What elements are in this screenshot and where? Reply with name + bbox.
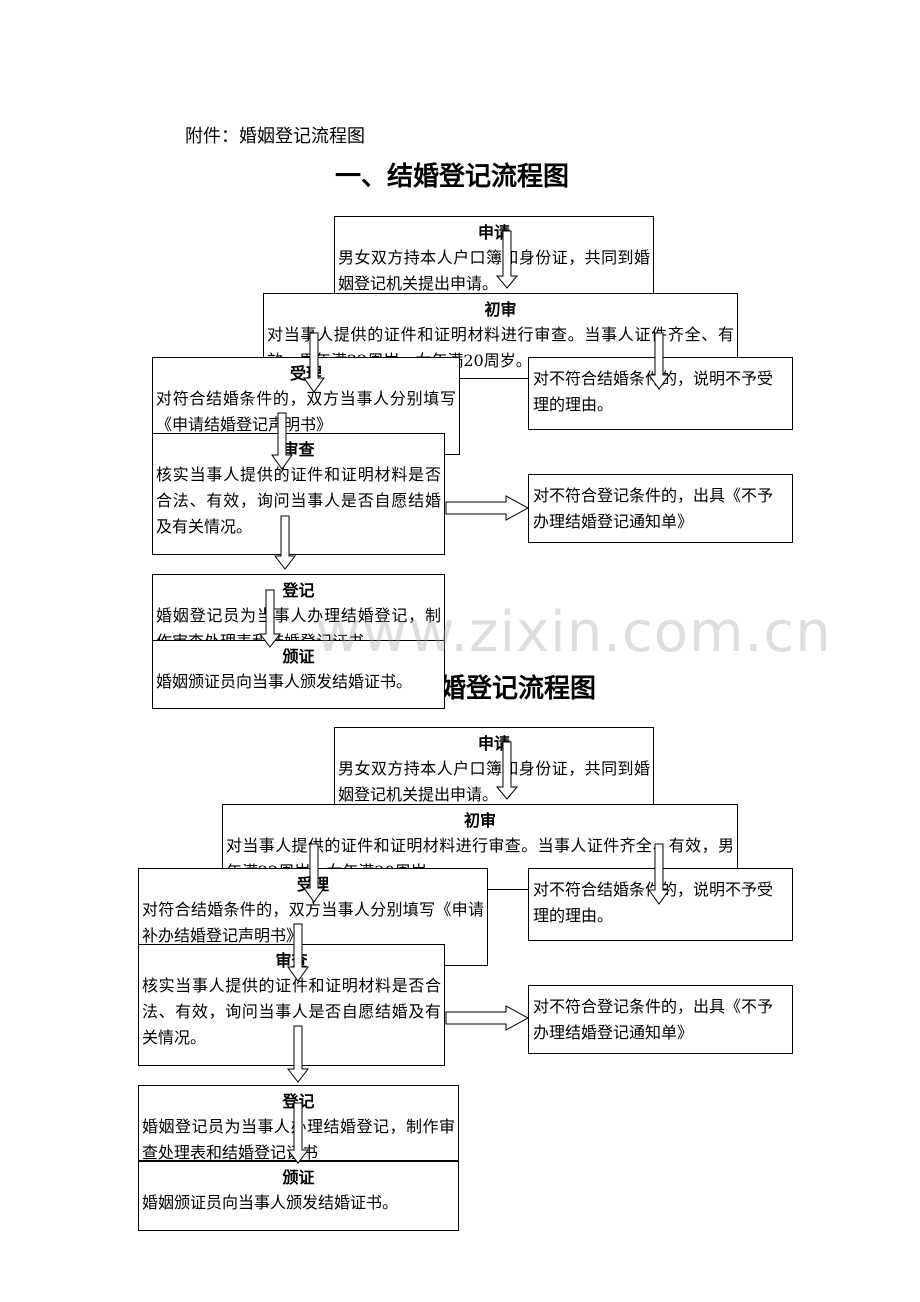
chart2-register-box: 登记 婚姻登记员为当事人办理结婚登记，制作审查处理表和结婚登记证书 [138,1085,459,1161]
chart1-register-box: 登记 婚姻登记员为当事人办理结婚登记，制作审查处理表和结婚登记证书 [152,574,445,646]
chart1-accept-title: 受理 [289,364,322,383]
chart2-apply-body: 男女双方持本人户口簿和身份证，共同到婚姻登记机关提出申请。 [338,759,650,804]
chart2-accept-body: 对符合结婚条件的，双方当事人分别填写《申请补办结婚登记声明书》 [142,900,484,945]
flowchart-1-title: 一、结婚登记流程图 [335,162,570,192]
chart2-reject-notice-1-text: 对不符合结婚条件的，说明不予受理的理由。 [533,880,774,925]
chart1-examine-box: 审查 核实当事人提供的证件和证明材料是否合法、有效，询问当事人是否自愿结婚及有关… [152,433,445,555]
chart2-issue-body: 婚姻颁证员向当事人颁发结婚证书。 [142,1193,399,1212]
chart1-reject-notice-1-text: 对不符合结婚条件的，说明不予受理的理由。 [533,369,774,414]
arrow-right-icon [445,495,530,521]
chart1-apply-title: 申请 [477,223,510,242]
chart1-accept-body: 对符合结婚条件的，双方当事人分别填写《申请结婚登记声明书》 [156,389,456,434]
chart2-examine-title: 审查 [275,951,308,970]
chart2-register-title: 登记 [282,1092,315,1111]
chart1-reject-notice-2-text: 对不符合登记条件的，出具《不予办理结婚登记通知单》 [533,486,774,531]
chart2-review-title: 初审 [463,811,496,830]
chart1-reject-notice-2: 对不符合登记条件的，出具《不予办理结婚登记通知单》 [528,474,793,543]
flowchart-2-title-partial: 婚登记流程图 [440,674,597,704]
chart2-issue-box: 颁证 婚姻颁证员向当事人颁发结婚证书。 [138,1161,459,1231]
chart2-accept-title: 受理 [296,875,329,894]
chart2-examine-box: 审查 核实当事人提供的证件和证明材料是否合法、有效，询问当事人是否自愿结婚及有关… [138,944,445,1066]
chart1-reject-notice-1: 对不符合结婚条件的，说明不予受理的理由。 [528,357,793,430]
chart1-issue-body: 婚姻颁证员向当事人颁发结婚证书。 [156,672,413,691]
chart1-examine-body: 核实当事人提供的证件和证明材料是否合法、有效，询问当事人是否自愿结婚及有关情况。 [156,465,441,536]
chart2-register-body: 婚姻登记员为当事人办理结婚登记，制作审查处理表和结婚登记证书 [142,1117,455,1161]
attachment-title: 附件：婚姻登记流程图 [185,126,365,147]
chart2-reject-notice-2-text: 对不符合登记条件的，出具《不予办理结婚登记通知单》 [533,997,774,1042]
chart1-apply-box: 申请 男女双方持本人户口簿和身份证，共同到婚姻登记机关提出申请。 [334,216,654,294]
arrow-right-icon [445,1005,530,1031]
chart1-examine-title: 审查 [282,440,315,459]
chart2-apply-box: 申请 男女双方持本人户口簿和身份证，共同到婚姻登记机关提出申请。 [334,727,654,805]
chart1-apply-body: 男女双方持本人户口簿和身份证，共同到婚姻登记机关提出申请。 [338,248,650,293]
chart2-examine-body: 核实当事人提供的证件和证明材料是否合法、有效，询问当事人是否自愿结婚及有关情况。 [142,976,441,1047]
chart2-issue-title: 颁证 [282,1168,315,1187]
chart1-issue-box: 颁证 婚姻颁证员向当事人颁发结婚证书。 [152,640,445,709]
chart2-reject-notice-1: 对不符合结婚条件的，说明不予受理的理由。 [528,868,793,941]
watermark: www.zixin.com.cn [315,600,832,665]
chart2-reject-notice-2: 对不符合登记条件的，出具《不予办理结婚登记通知单》 [528,985,793,1054]
chart1-review-title: 初审 [484,300,517,319]
chart2-apply-title: 申请 [477,734,510,753]
chart1-issue-title: 颁证 [282,647,315,666]
chart1-register-title: 登记 [282,581,315,600]
